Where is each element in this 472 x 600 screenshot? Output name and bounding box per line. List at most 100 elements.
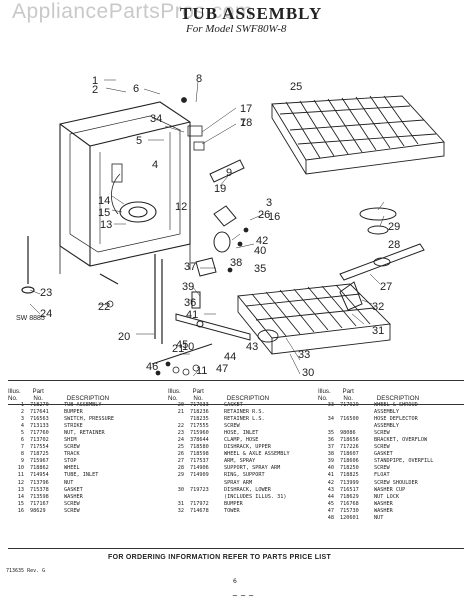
column-header: Illus. Part No. No. DESCRIPTION	[318, 388, 466, 402]
header-illus: Illus.	[318, 388, 331, 395]
part-description: WASHER	[374, 507, 393, 514]
callout-8: 8	[196, 73, 202, 85]
part-number: 716500	[340, 416, 359, 423]
illus-number: 9	[20, 458, 24, 465]
part-description: WASHER	[64, 493, 83, 500]
callout-5: 5	[136, 135, 142, 147]
part-description: SCREW	[374, 444, 390, 451]
callout-38: 38	[230, 257, 242, 269]
part-description: STANDPIPE, OVERFILL	[374, 458, 434, 465]
part-number: 98629	[30, 507, 46, 514]
ordering-note: FOR ORDERING INFORMATION REFER TO PARTS …	[108, 554, 332, 561]
part-description: RETAINER R.S.	[224, 409, 265, 416]
illus-number: 5	[20, 430, 24, 437]
part-description: SCREW	[64, 500, 80, 507]
callout-15: 15	[98, 207, 110, 219]
part-description: WASHER	[374, 500, 393, 507]
header-part: Part	[32, 388, 44, 395]
callout-24: 24	[40, 308, 52, 320]
part-number: 718825	[340, 472, 359, 479]
part-description: ASSEMBLY	[374, 409, 399, 416]
table-top-rule	[8, 380, 464, 381]
watermark: AppliancePartsPros.com	[12, 0, 253, 23]
table-row: 21 718236 RETAINER R.S.	[168, 409, 316, 416]
illus-number: 36	[327, 437, 334, 444]
part-number: 713598	[30, 493, 49, 500]
callout-33: 33	[298, 349, 310, 361]
part-description: WHEEL & SHROUD	[374, 402, 418, 408]
callout-47: 47	[216, 363, 228, 375]
illus-number: 13	[17, 486, 24, 493]
part-description: SCREW	[64, 444, 80, 451]
header-no: No.	[318, 395, 328, 402]
part-number: 715730	[340, 507, 359, 514]
part-number: 378644	[190, 437, 209, 444]
part-description: FLOAT	[374, 472, 390, 479]
part-number: 718606	[340, 458, 359, 465]
part-number: 718725	[30, 451, 49, 458]
part-description: ASSEMBLY	[374, 423, 399, 430]
upper-dishrack-drawing	[271, 95, 445, 175]
part-description: BUMPER	[224, 500, 243, 507]
part-number: 714678	[190, 507, 209, 514]
part-number: 718236	[190, 409, 209, 416]
header-underline	[8, 404, 464, 405]
part-number: 717555	[190, 423, 209, 430]
part-number: 718235	[190, 416, 209, 423]
callout-44: 44	[224, 351, 236, 363]
illus-number: 11	[17, 472, 24, 479]
part-number: 717933	[190, 402, 209, 408]
callout-42: 42	[256, 235, 268, 247]
part-description: WHEEL & AXLE ASSEMBLY	[224, 451, 290, 458]
part-number: 714954	[30, 472, 49, 479]
rails-and-tubes	[21, 236, 251, 365]
part-description: GASKET	[374, 451, 393, 458]
table-row: SPRAY ARM	[168, 480, 316, 487]
table-row: (INCLUDES ILLUS. 31)	[168, 494, 316, 501]
illus-number: 48	[327, 514, 334, 521]
part-description: (INCLUDES ILLUS. 31)	[224, 493, 287, 500]
part-number: 713999	[340, 479, 359, 486]
part-number: 98086	[340, 430, 356, 437]
callout-17: 17	[240, 103, 252, 115]
page-number: 6	[233, 578, 237, 585]
illus-number: 21	[177, 409, 184, 416]
part-number: 715967	[30, 458, 49, 465]
part-description: WHEEL	[64, 465, 80, 472]
part-number: 719723	[190, 486, 209, 493]
part-description: BUMPER	[64, 409, 83, 416]
callout-19: 19	[214, 183, 226, 195]
part-number: 714909	[190, 472, 209, 479]
part-description: GASKET	[64, 486, 83, 493]
part-description: SCREW	[374, 465, 390, 472]
callout-21: 21	[172, 343, 184, 355]
part-description: SUPPORT, SPRAY ARM	[224, 465, 281, 472]
leader-lines	[29, 79, 385, 376]
callout-3: 3	[266, 197, 272, 209]
callout-28: 28	[388, 239, 400, 251]
callout-32: 32	[372, 301, 384, 313]
callout-10: 10	[182, 341, 194, 353]
header-illus: Illus.	[168, 388, 181, 395]
illus-number: 26	[177, 451, 184, 458]
part-number: 717226	[340, 444, 359, 451]
